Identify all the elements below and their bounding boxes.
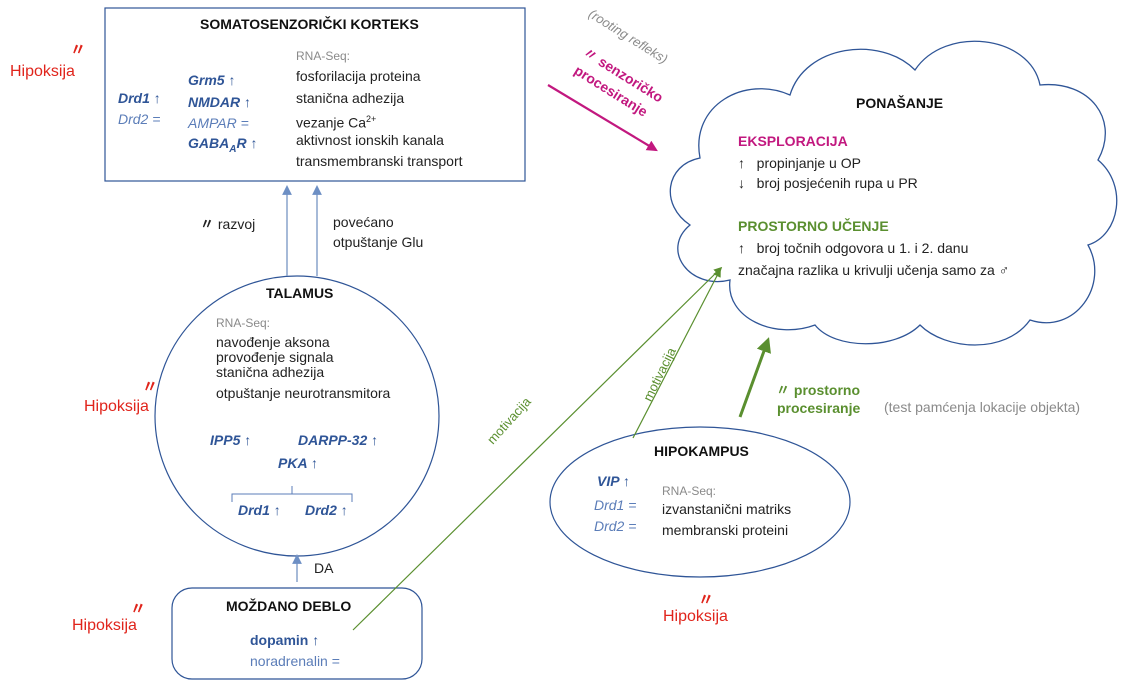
brainstem-box bbox=[171, 587, 423, 680]
hippocampus-drd2: Drd2 = bbox=[594, 518, 637, 534]
thalamus-drd2: Drd2 ↑ bbox=[305, 502, 348, 518]
glu-label-line2: otpuštanje Glu bbox=[333, 234, 424, 250]
cortex-grm5: Grm5 ↑ bbox=[188, 72, 236, 88]
hypoxia-bolt-icon: 〃 bbox=[70, 42, 87, 59]
thalamus-ipp5: IPP5 ↑ bbox=[210, 432, 252, 448]
cortex-rnaseq-item: stanična adhezija bbox=[296, 90, 405, 106]
cortex-rnaseq-item: vezanje Ca2+ bbox=[296, 114, 377, 131]
hypoxia-label-hippocampus: Hipoksija bbox=[663, 608, 728, 625]
spatial-processing-line1: 〃 prostorno bbox=[776, 382, 860, 398]
glu-label-line1: povećano bbox=[333, 214, 394, 230]
exploration-item: ↑ propinjanje u OP bbox=[738, 155, 861, 171]
exploration-item: ↓ broj posjećenih rupa u PR bbox=[738, 175, 918, 191]
spatial-learning-item: ↑ broj točnih odgovora u 1. i 2. danu bbox=[738, 240, 969, 256]
hypoxia-label-brainstem: Hipoksija bbox=[72, 617, 137, 634]
da-label: DA bbox=[314, 560, 334, 576]
hippocampus-rnaseq-item: membranski proteini bbox=[662, 522, 789, 538]
hippocampus-ellipse bbox=[549, 426, 851, 578]
behavior-cloud bbox=[669, 40, 1118, 346]
hypoxia-bolt-icon: 〃 bbox=[142, 379, 159, 396]
cortex-rnaseq-item: transmembranski transport bbox=[296, 153, 463, 169]
spatial-processing-line2: procesiranje bbox=[777, 400, 861, 416]
cortex-drd1: Drd1 ↑ bbox=[118, 90, 161, 106]
hippocampus-rnaseq-item: izvanstanični matriks bbox=[662, 501, 792, 517]
exploration-title: EKSPLORACIJA bbox=[738, 133, 848, 149]
cortex-nmdar: NMDAR ↑ bbox=[188, 94, 251, 110]
thalamus-rnaseq-item: stanična adhezija bbox=[216, 364, 325, 380]
cortex-gaba: GABAAR ↑ bbox=[188, 135, 258, 155]
behavior-title: PONAŠANJE bbox=[856, 95, 944, 111]
hypoxia-label-cortex: Hipoksija bbox=[10, 63, 75, 80]
cortex-rnaseq-label: RNA-Seq: bbox=[296, 49, 351, 63]
thalamus-rnaseq-item: otpuštanje neurotransmitora bbox=[216, 385, 391, 401]
brainstem-dopamin: dopamin ↑ bbox=[250, 632, 320, 648]
hypoxia-bolt-icon: 〃 bbox=[698, 592, 715, 609]
cortex-rnaseq-item: aktivnost ionskih kanala bbox=[296, 132, 444, 148]
hippocampus-vip: VIP ↑ bbox=[597, 473, 630, 489]
thalamus-pka: PKA ↑ bbox=[278, 455, 318, 471]
cortex-drd2: Drd2 = bbox=[118, 111, 161, 127]
razvoj-label: 〃 razvoj bbox=[200, 216, 256, 232]
thalamus-rnaseq-item: navođenje aksona bbox=[216, 334, 330, 350]
cortex-title: SOMATOSENZORIČKI KORTEKS bbox=[200, 16, 419, 32]
thalamus-circle bbox=[154, 275, 440, 557]
hypoxia-bolt-icon: 〃 bbox=[130, 601, 147, 618]
thalamus-rnaseq-label: RNA-Seq: bbox=[216, 316, 271, 330]
cortex-box bbox=[104, 7, 526, 182]
spatial-learning-item: značajna razlika u krivulji učenja samo … bbox=[738, 262, 1010, 278]
hypoxia-label-thalamus: Hipoksija bbox=[84, 398, 149, 415]
brainstem-noradrenalin: noradrenalin = bbox=[250, 653, 340, 669]
brainstem-title: MOŽDANO DEBLO bbox=[226, 598, 352, 614]
hippocampus-drd1: Drd1 = bbox=[594, 497, 637, 513]
hippocampus-rnaseq-label: RNA-Seq: bbox=[662, 484, 717, 498]
thalamus-drd1: Drd1 ↑ bbox=[238, 502, 281, 518]
thalamus-rnaseq-item: provođenje signala bbox=[216, 349, 334, 365]
cortex-ampar: AMPAR = bbox=[188, 115, 249, 131]
thalamus-darpp32: DARPP-32 ↑ bbox=[298, 432, 379, 448]
object-location-test-label: (test pamćenja lokacije objekta) bbox=[884, 399, 1081, 415]
cortex-rnaseq-item: fosforilacija proteina bbox=[296, 68, 421, 84]
spatial-learning-title: PROSTORNO UČENJE bbox=[738, 218, 889, 234]
hippocampus-title: HIPOKAMPUS bbox=[654, 443, 749, 459]
thalamus-title: TALAMUS bbox=[266, 285, 334, 301]
